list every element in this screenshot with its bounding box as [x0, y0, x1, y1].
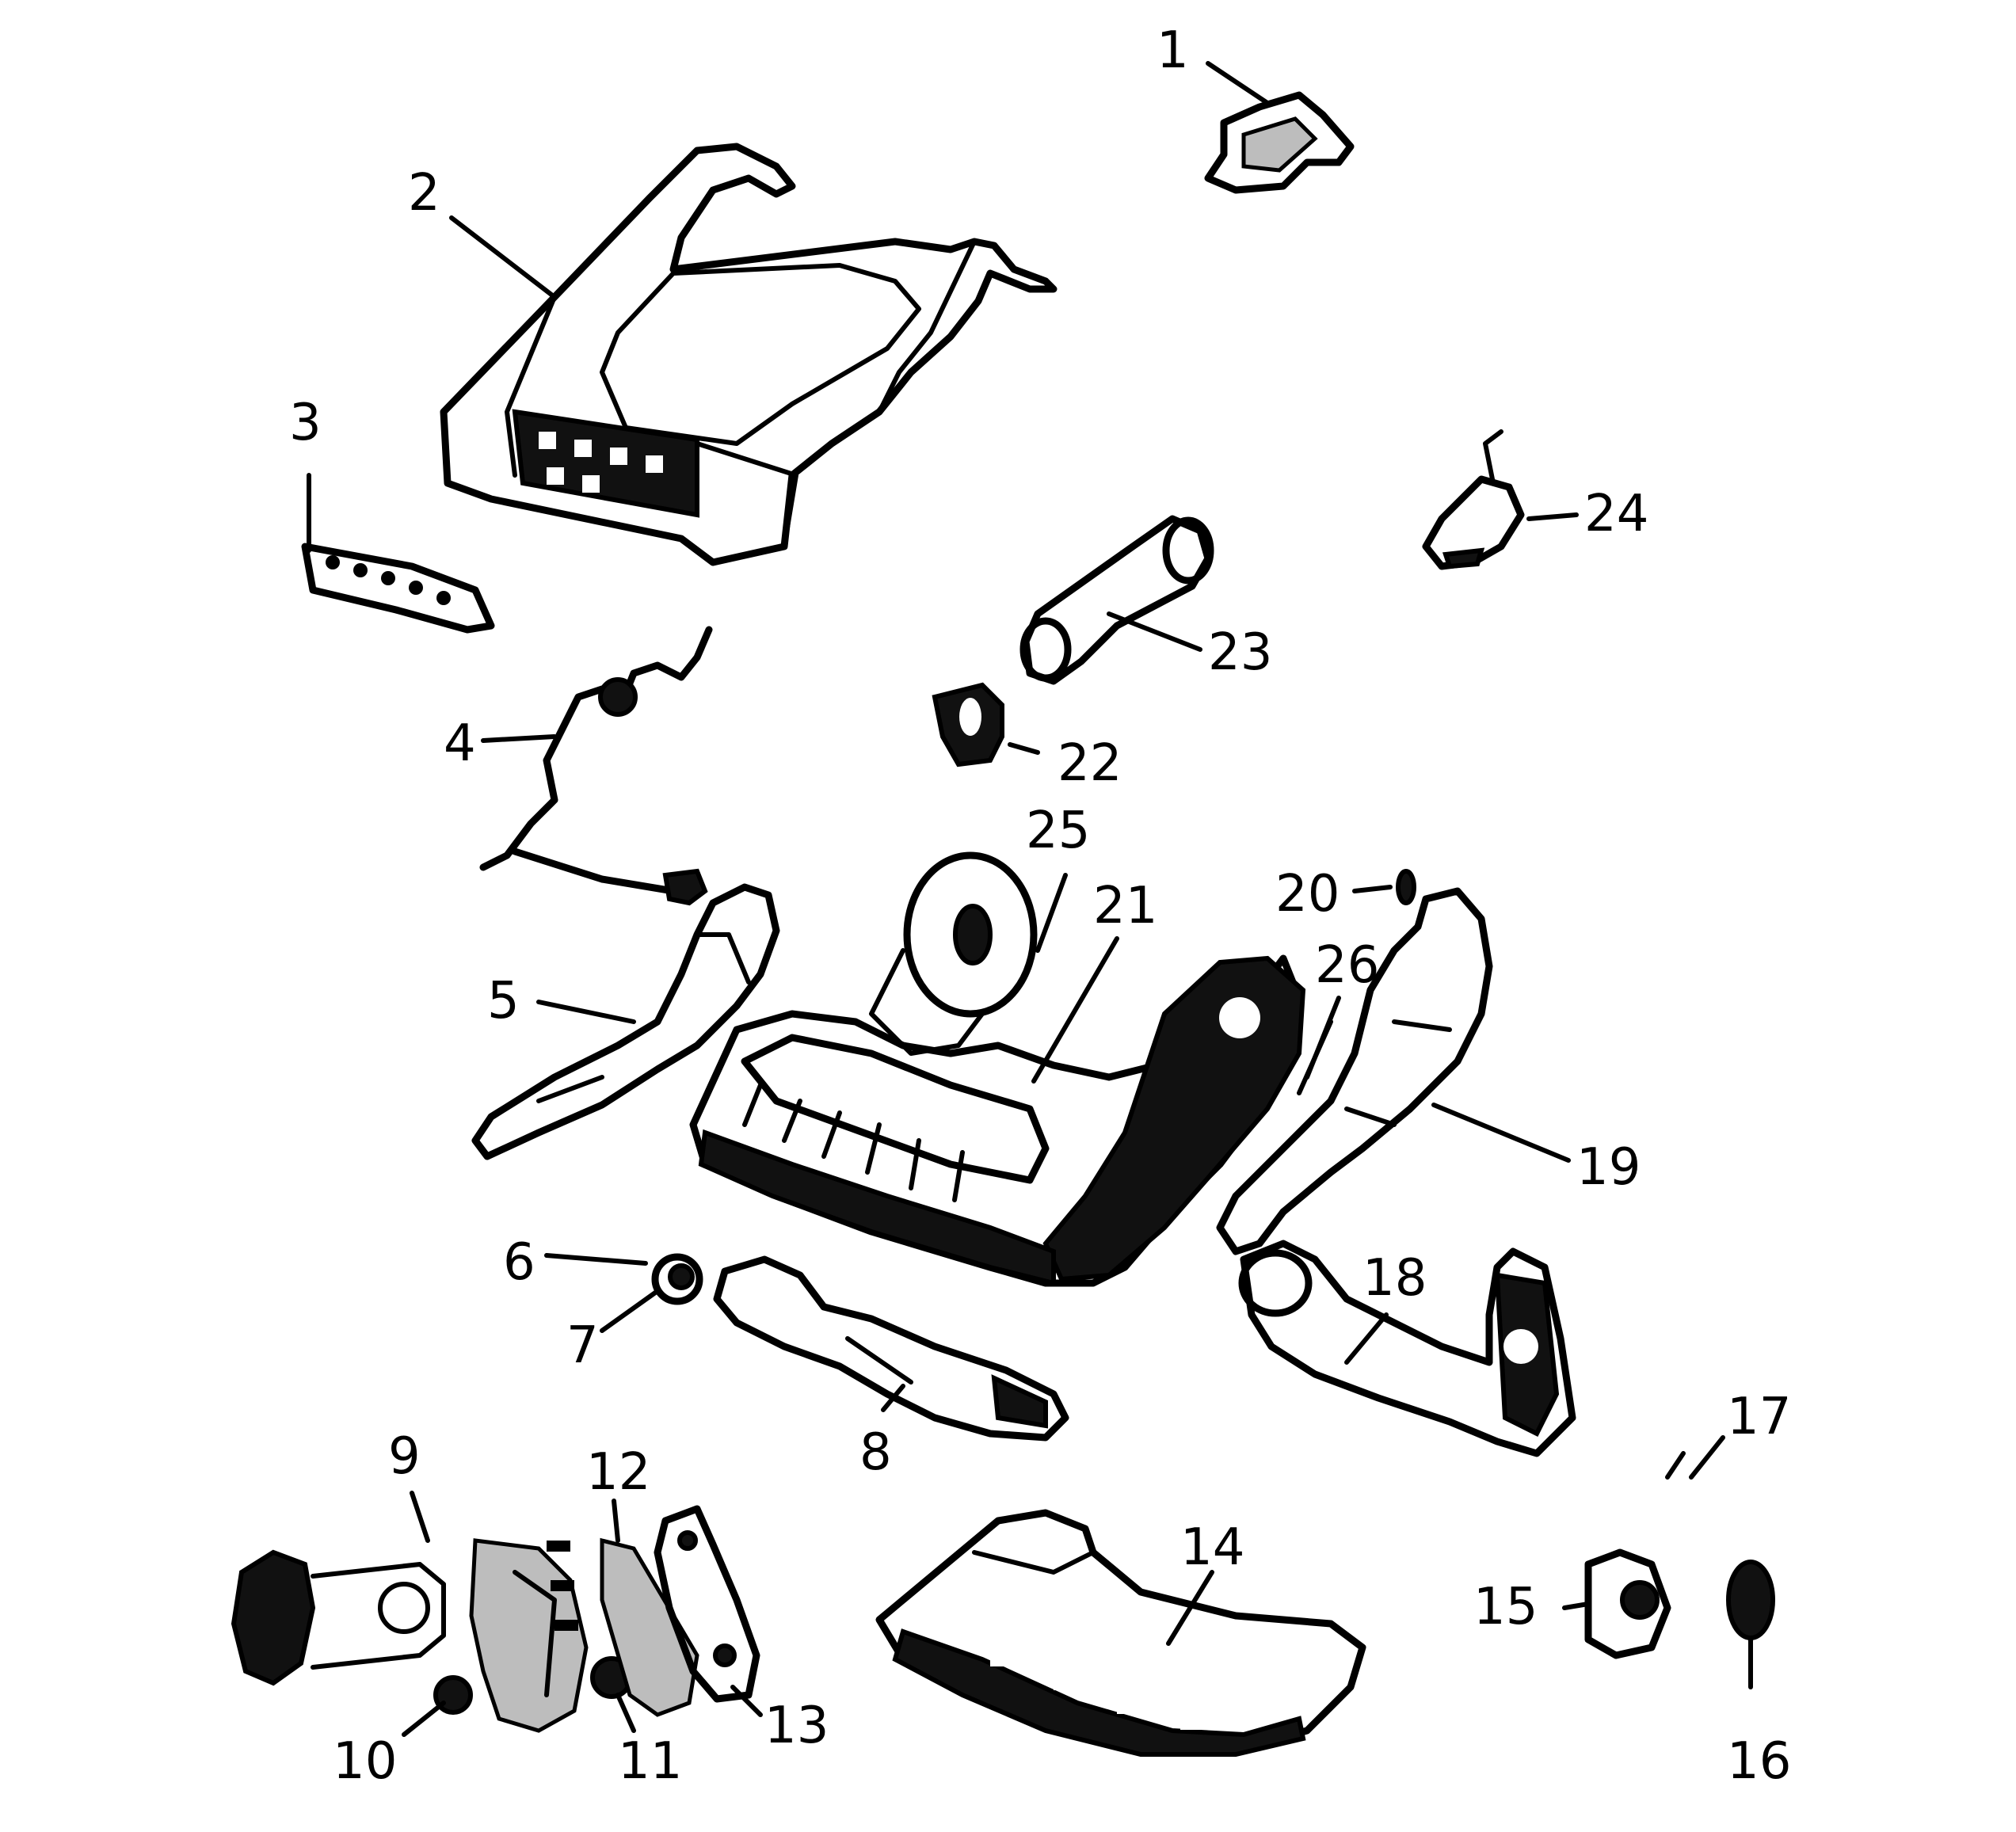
part-15-roller [1584, 1548, 1671, 1659]
label-11: 11 [618, 1732, 682, 1791]
label-14: 14 [1180, 1518, 1244, 1577]
label-16: 16 [1727, 1732, 1791, 1791]
label-9: 9 [388, 1427, 421, 1486]
label-8: 8 [859, 1423, 892, 1482]
label-19: 19 [1576, 1138, 1641, 1197]
label-7: 7 [566, 1316, 599, 1375]
part-8-axle-arm [713, 1255, 1069, 1442]
label-13: 13 [764, 1697, 829, 1755]
part-19-side-arm [1216, 887, 1493, 1255]
part-14-base-plate [875, 1509, 1366, 1757]
label-15: 15 [1473, 1578, 1538, 1636]
part-18-lower-arm [1238, 1240, 1576, 1457]
part-1-bracket [1204, 91, 1355, 194]
label-23: 23 [1208, 623, 1272, 682]
part-23-tube [1019, 515, 1214, 685]
part-24-pulley [1422, 429, 1525, 570]
part-2-hood-cover [440, 143, 1058, 566]
label-10: 10 [333, 1732, 397, 1791]
part-5-side-arm [471, 883, 780, 1160]
part-20-pin [1396, 869, 1416, 905]
label-18: 18 [1362, 1249, 1427, 1308]
part-labels: 1 2 3 4 5 6 7 8 9 10 11 12 13 14 15 16 1… [289, 21, 1791, 1791]
label-22: 22 [1058, 734, 1122, 793]
part-21-base-housing [689, 954, 1306, 1287]
label-6: 6 [503, 1233, 535, 1292]
part-17-screw [1665, 1451, 1686, 1480]
label-24: 24 [1584, 485, 1648, 543]
label-1: 1 [1157, 21, 1189, 80]
label-17: 17 [1727, 1388, 1791, 1446]
label-21: 21 [1093, 877, 1157, 935]
part-7-bushing [651, 1253, 703, 1305]
part-12-belt [600, 1537, 699, 1717]
label-5: 5 [487, 972, 520, 1030]
label-20: 20 [1275, 865, 1340, 924]
part-13-plate [654, 1505, 760, 1703]
label-4: 4 [444, 714, 476, 773]
label-25: 25 [1026, 802, 1090, 860]
part-22-ring [932, 682, 1004, 767]
label-26: 26 [1315, 936, 1379, 995]
label-12: 12 [586, 1443, 650, 1502]
part-25-fan-disc [869, 851, 1038, 1056]
label-3: 3 [289, 394, 322, 452]
part-4-wire-link [479, 626, 713, 906]
part-16-wheel [1726, 1560, 1775, 1689]
label-2: 2 [408, 164, 440, 223]
part-9-motor-assembly [231, 1538, 589, 1733]
part-3-grille [301, 543, 495, 634]
leader-lines [307, 61, 1725, 1737]
